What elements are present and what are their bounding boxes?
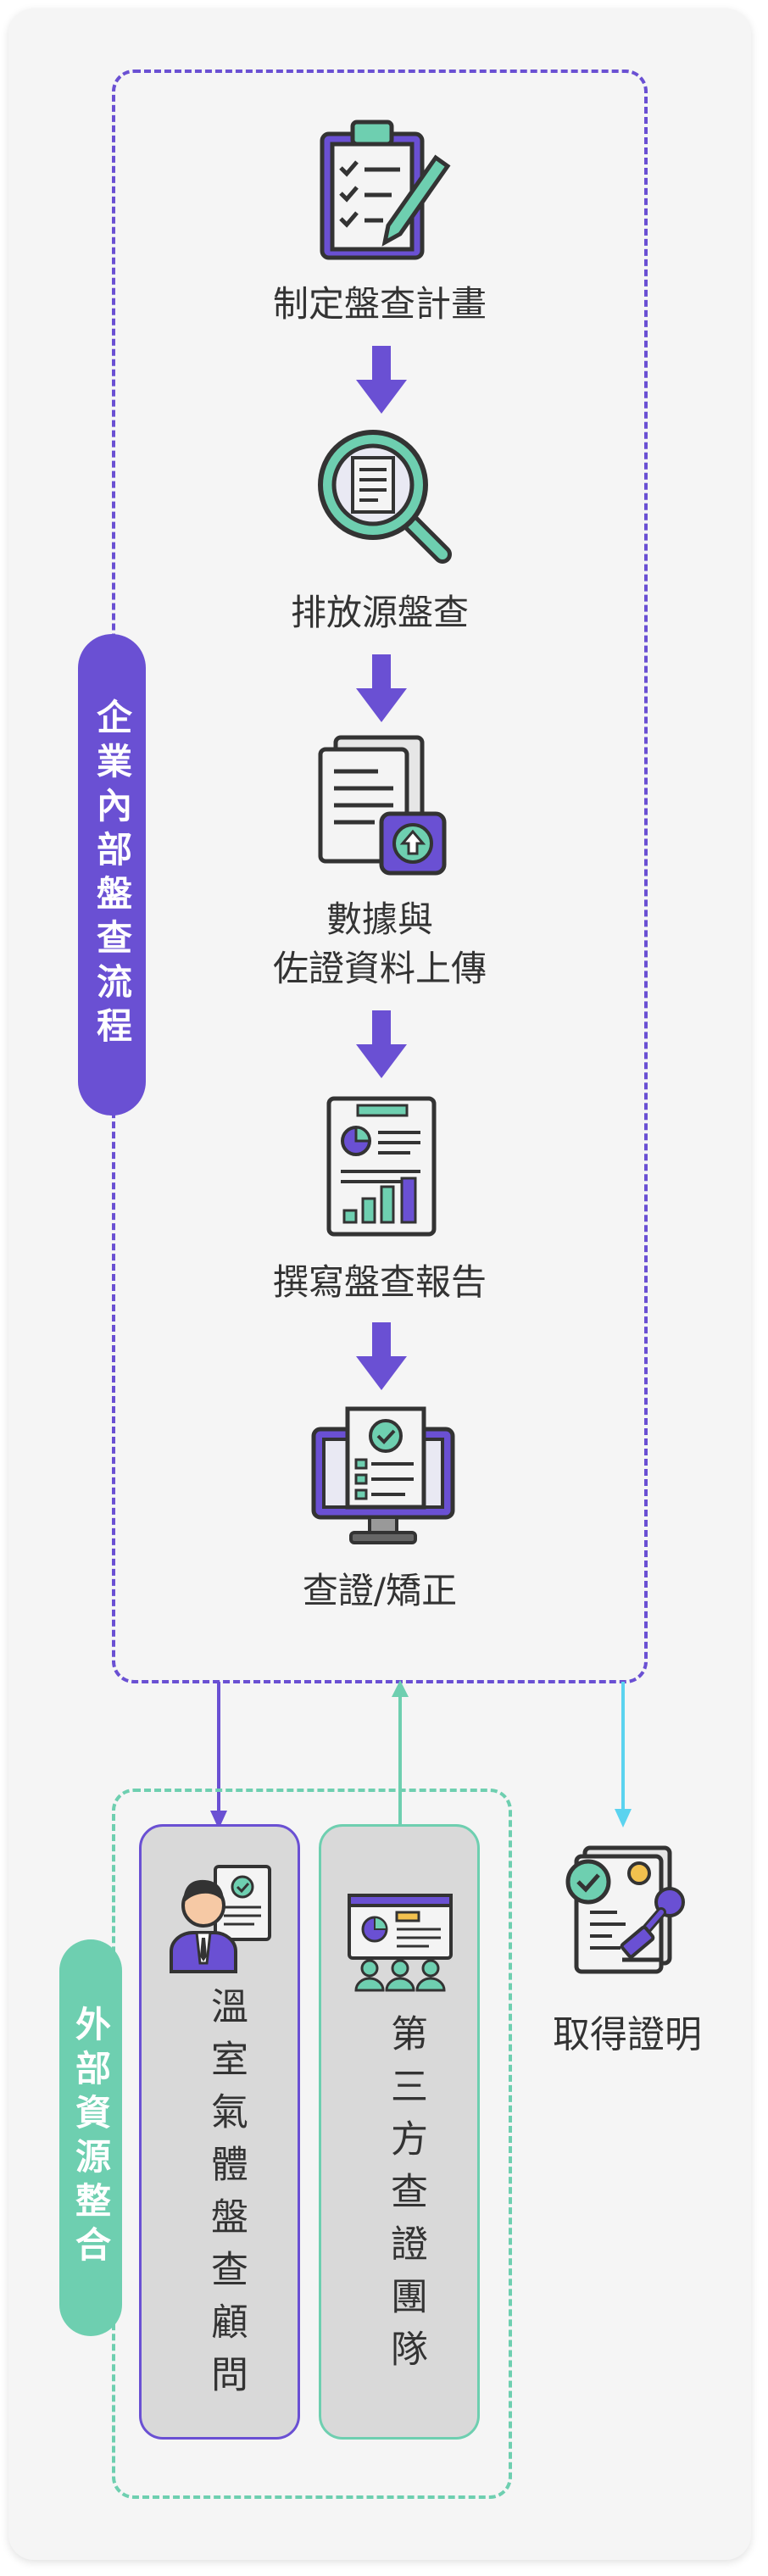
magnifier-document-icon xyxy=(318,430,452,564)
step-4-label: 撰寫盤查報告 xyxy=(272,1261,487,1303)
presentation-team-icon xyxy=(348,1894,453,1992)
step-2-label: 排放源盤查 xyxy=(290,592,469,633)
flow-arrow-1 xyxy=(356,346,407,414)
consultant-person-icon xyxy=(170,1865,271,1973)
report-chart-icon xyxy=(326,1096,437,1237)
flow-arrow-4 xyxy=(356,1322,407,1390)
external-resources-label: 外部資源整合 xyxy=(59,1939,122,2336)
step-3-label: 數據與 佐證資料上傳 xyxy=(272,899,487,989)
step-5-label: 查證/矯正 xyxy=(302,1570,458,1611)
monitor-verification-icon xyxy=(311,1406,455,1544)
document-upload-icon xyxy=(318,735,447,876)
internal-process-label: 企業內部盤查流程 xyxy=(78,634,146,1116)
step-1-label: 制定盤查計畫 xyxy=(272,283,487,325)
flow-arrow-3 xyxy=(356,1010,407,1078)
flow-arrow-2 xyxy=(356,654,407,722)
consultant-label: 溫室氣體盤查顧問 xyxy=(204,1987,248,2407)
clipboard-checklist-icon xyxy=(320,120,451,260)
verifier-label: 第三方查證團隊 xyxy=(384,2014,427,2382)
certificate-label: 取得證明 xyxy=(553,2013,702,2056)
certificate-stamp-icon xyxy=(565,1845,685,1974)
